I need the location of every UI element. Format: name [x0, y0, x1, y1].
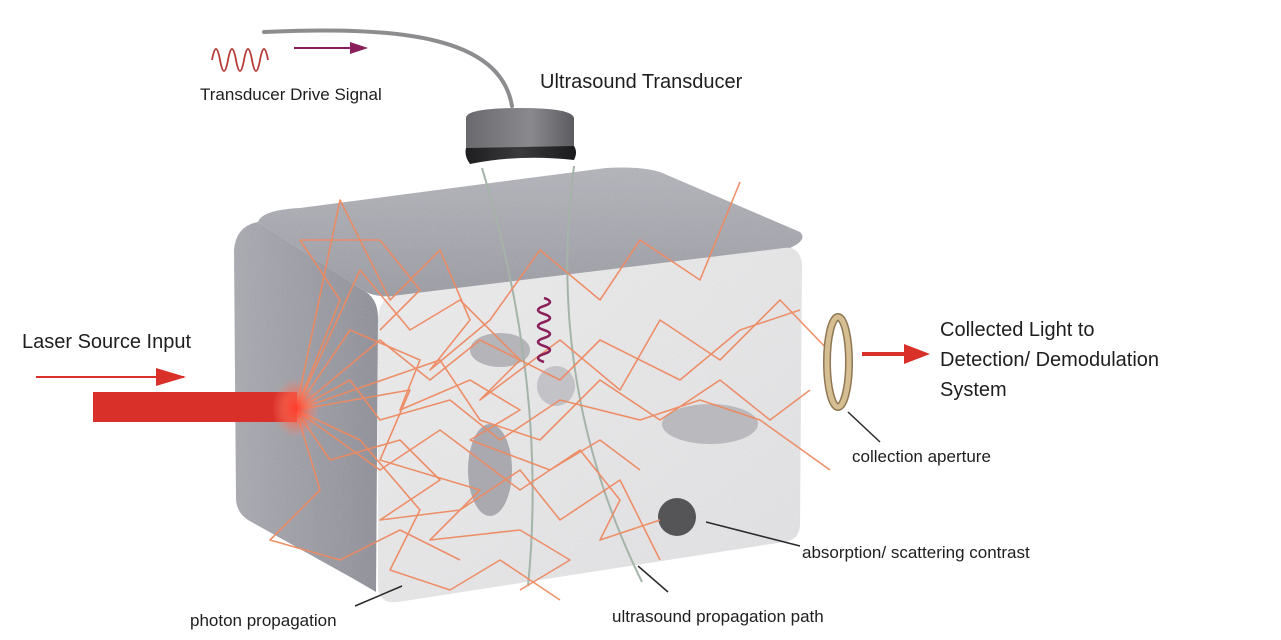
collected-light-arrowhead [904, 344, 930, 364]
tissue-block [234, 167, 803, 603]
drive-signal: Transducer Drive Signal [200, 42, 382, 104]
transducer-label: Ultrasound Transducer [540, 71, 743, 93]
collected-light-line3: System [940, 379, 1007, 401]
laser-glow [272, 378, 320, 438]
inclusions [468, 333, 758, 536]
laser-source-label: Laser Source Input [22, 331, 191, 353]
transducer-cable [262, 28, 514, 108]
aperture-leader [847, 411, 881, 443]
laser-beam [93, 392, 297, 422]
sine-wave-icon [211, 48, 269, 72]
collection-output: Collected Light to Detection/ Demodulati… [823, 313, 1159, 411]
callouts [354, 411, 881, 607]
inclusion-center [537, 366, 575, 406]
contrast-leader [705, 521, 801, 547]
ultrasound-wave-packet [536, 296, 552, 364]
photon-paths [269, 181, 831, 601]
drive-signal-label: Transducer Drive Signal [200, 85, 382, 104]
us-path-leader [637, 565, 669, 593]
laser-input: Laser Source Input [22, 331, 320, 438]
laser-input-arrowhead [156, 368, 186, 386]
drive-signal-arrowhead [350, 42, 368, 54]
absorber-dark [658, 498, 696, 536]
us-path-label: ultrasound propagation path [612, 607, 824, 626]
inclusion-tall [468, 424, 512, 516]
photon-leader [354, 585, 403, 607]
photon-label: photon propagation [190, 611, 337, 630]
collected-light-line1: Collected Light to [940, 319, 1095, 341]
collected-light-line2: Detection/ Demodulation [940, 349, 1159, 371]
us-path-right [566, 165, 643, 583]
ultrasound-path [481, 165, 643, 587]
block-top-face [258, 167, 803, 297]
transducer-icon [465, 108, 576, 164]
contrast-label: absorption/ scattering contrast [802, 543, 1030, 562]
us-path-left [481, 167, 534, 587]
lens-ring-icon [823, 313, 853, 411]
inclusion-right [662, 404, 758, 444]
aperture-label: collection aperture [852, 447, 991, 466]
transducer: Ultrasound Transducer [262, 28, 743, 164]
